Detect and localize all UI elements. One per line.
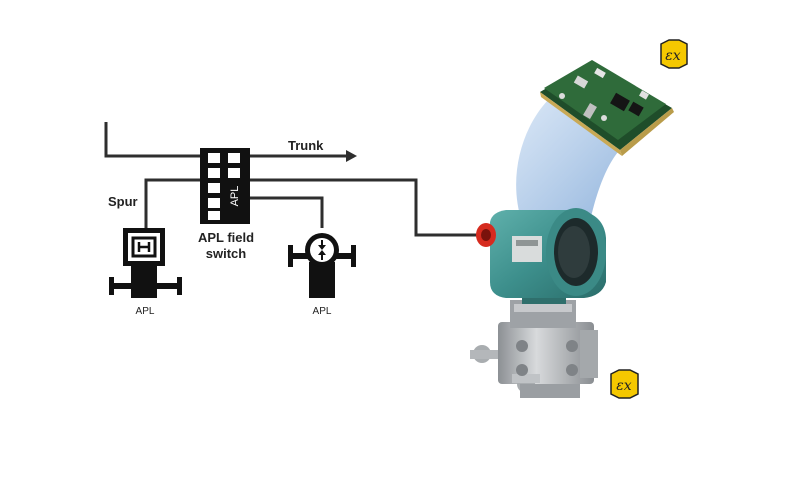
svg-text:εx: εx <box>665 48 681 64</box>
ex-hazard-icon: εx <box>660 39 688 69</box>
spur-label: Spur <box>108 194 138 209</box>
indicator-h-icon <box>109 228 182 298</box>
svg-text:εx: εx <box>616 378 632 394</box>
spur-line-transmitter <box>250 178 484 237</box>
circuit-board-module <box>540 60 674 156</box>
flow-meter-icon <box>288 233 356 298</box>
device1-label: APL <box>136 306 155 317</box>
trunk-label: Trunk <box>288 138 324 153</box>
trunk-arrowhead <box>346 150 357 162</box>
apl-field-switch: APL <box>200 148 250 224</box>
pressure-transmitter <box>470 208 606 398</box>
spur-lines <box>144 178 484 237</box>
spur-line-2 <box>250 196 324 228</box>
device2-label: APL <box>313 306 332 317</box>
switch-body-label: APL <box>229 186 241 207</box>
trunk-line <box>104 122 346 158</box>
switch-caption-line1: APL field <box>198 230 254 245</box>
switch-caption-line2: switch <box>206 246 247 261</box>
ex-hazard-icon: εx <box>610 369 639 399</box>
